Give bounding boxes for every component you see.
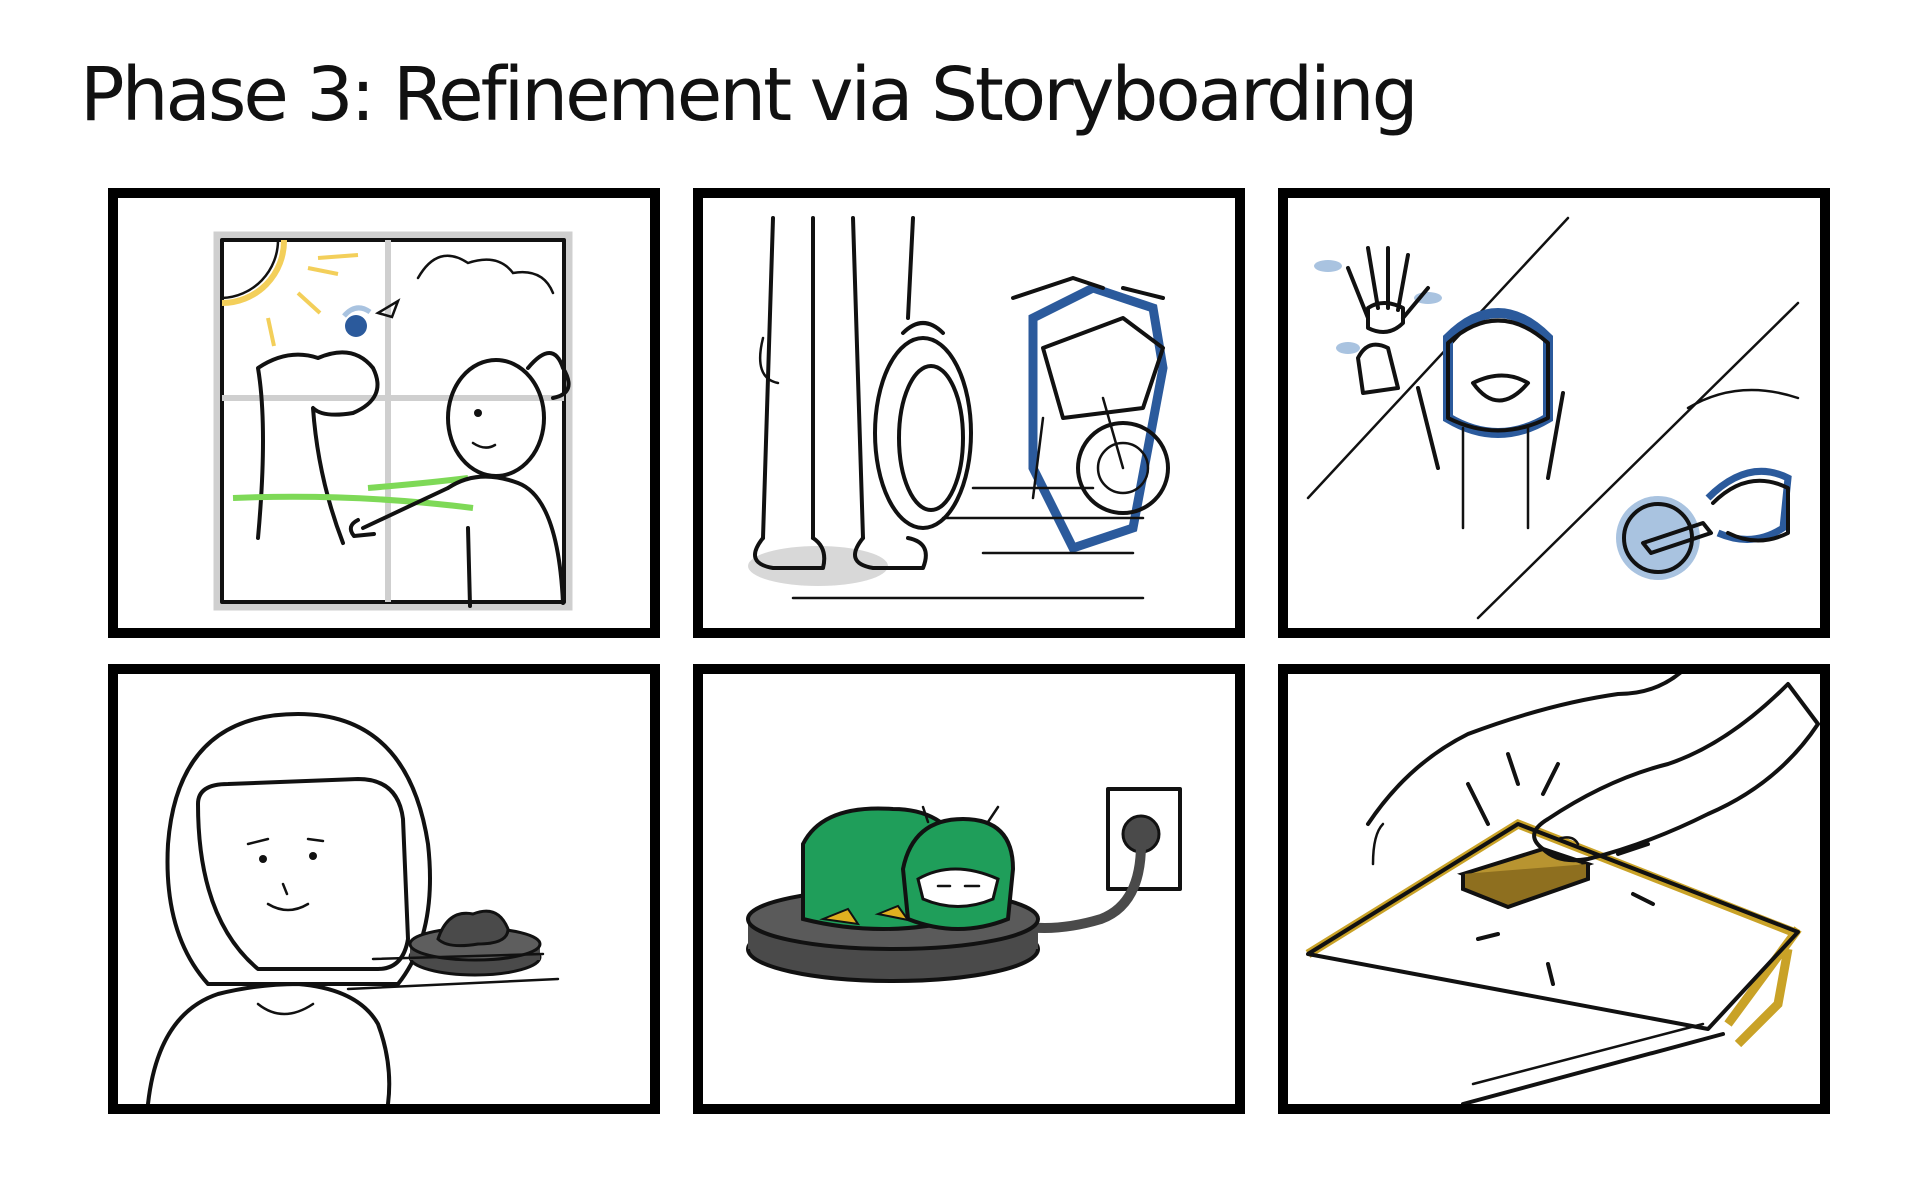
storyboard-panel-5 — [693, 664, 1245, 1114]
storyboard-panel-2 — [693, 188, 1245, 638]
robot-charging-sketch — [746, 787, 1182, 983]
storyboard-panel-1 — [108, 188, 660, 638]
rider-and-device-sketch — [146, 712, 560, 1104]
motorcycle-scene-sketch — [748, 216, 1170, 600]
button-press-sketch — [1305, 674, 1820, 1104]
helmet-and-key-sketch — [1306, 216, 1800, 620]
page-title: Phase 3: Refinement via Storyboarding — [80, 52, 1419, 138]
storyboard-panel-3 — [1278, 188, 1830, 638]
window-scene-sketch — [213, 231, 573, 611]
storyboard-panel-4 — [108, 664, 660, 1114]
storyboard-panel-6 — [1278, 664, 1830, 1114]
